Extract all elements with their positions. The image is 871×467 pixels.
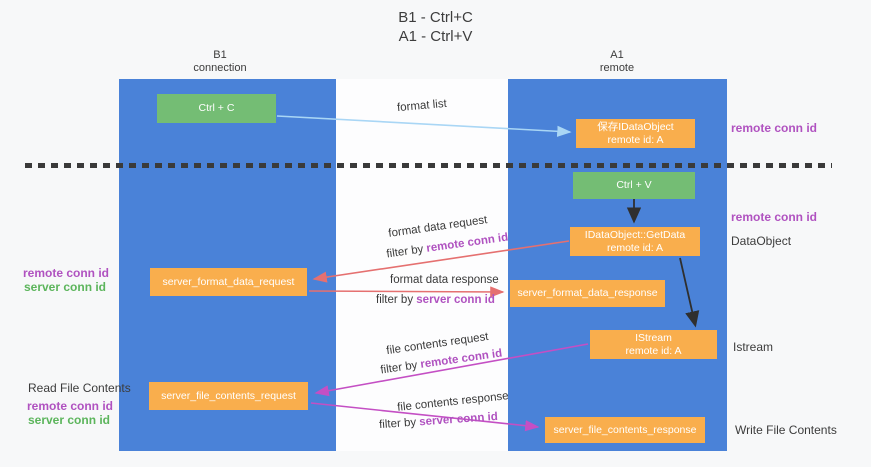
annotation-remote-conn-id-left-1: remote conn id	[23, 266, 110, 280]
node-server-file-contents-request-label: server_file_contents_request	[161, 389, 296, 402]
annotation-remote-conn-id-top: remote conn id	[731, 121, 818, 135]
node-server-format-data-response: server_format_data_response	[510, 280, 665, 307]
node-server-format-data-request: server_format_data_request	[150, 268, 307, 296]
node-save-idataobject: 保存IDataObject remote id: A	[576, 119, 695, 148]
lane-header-a1-subtitle: remote	[599, 62, 635, 74]
node-istream-line2: remote id: A	[625, 344, 682, 357]
annotation-remote-conn-id-mid: remote conn id	[731, 210, 818, 224]
annotation-conn-id-pair-1: remote conn id server conn id	[23, 266, 110, 294]
node-istream-line1: IStream	[635, 331, 672, 344]
node-server-format-data-response-label: server_format_data_response	[517, 287, 658, 299]
annotation-conn-id-pair-2: remote conn id server conn id	[27, 399, 114, 427]
lane-header-a1-title: A1	[610, 49, 624, 61]
node-server-file-contents-request: server_file_contents_request	[149, 382, 308, 410]
diagram-title: B1 - Ctrl+C A1 - Ctrl+V	[0, 8, 871, 46]
label-format-data-response-filter: filter by server conn id	[376, 294, 495, 306]
session-divider-dashed-line	[25, 163, 832, 168]
node-idataobject-getdata-line2: remote id: A	[606, 241, 664, 254]
annotation-read-file-contents: Read File Contents	[28, 381, 131, 395]
node-save-idataobject-line2: remote id: A	[607, 133, 664, 146]
node-ctrl-c: Ctrl + C	[157, 94, 276, 123]
node-server-format-data-request-label: server_format_data_request	[162, 275, 295, 288]
annotation-istream: Istream	[733, 340, 774, 354]
node-idataobject-getdata: IDataObject::GetData remote id: A	[570, 227, 700, 256]
node-idataobject-getdata-line1: IDataObject::GetData	[584, 228, 686, 241]
lane-header-b1: B1 connection	[160, 49, 280, 75]
node-ctrl-v-label: Ctrl + V	[616, 179, 652, 191]
node-istream: IStream remote id: A	[590, 330, 717, 359]
label-format-data-response: format data response	[390, 274, 499, 286]
node-server-file-contents-response: server_file_contents_response	[545, 417, 705, 443]
annotation-server-conn-id-left-1: server conn id	[23, 279, 107, 294]
lane-header-b1-subtitle: connection	[193, 62, 247, 74]
annotation-write-file-contents: Write File Contents	[735, 423, 837, 437]
node-server-file-contents-response-label: server_file_contents_response	[553, 423, 697, 436]
title-line-2: A1 - Ctrl+V	[398, 28, 473, 45]
annotation-dataobject: DataObject	[731, 234, 792, 248]
lane-header-b1-title: B1	[213, 49, 227, 61]
lane-header-a1: A1 remote	[557, 49, 677, 75]
filter-prefix: filter by	[376, 294, 414, 306]
filter-prefix: filter by	[378, 416, 417, 432]
annotation-remote-conn-id-left-2: remote conn id	[27, 399, 114, 413]
title-line-1: B1 - Ctrl+C	[398, 9, 473, 26]
annotation-server-conn-id-left-2: server conn id	[27, 412, 111, 427]
node-ctrl-v: Ctrl + V	[573, 172, 695, 199]
filter-key-server-conn-id: server conn id	[416, 294, 495, 306]
node-ctrl-c-label: Ctrl + C	[198, 102, 235, 114]
node-save-idataobject-line1: 保存IDataObject	[597, 120, 674, 133]
